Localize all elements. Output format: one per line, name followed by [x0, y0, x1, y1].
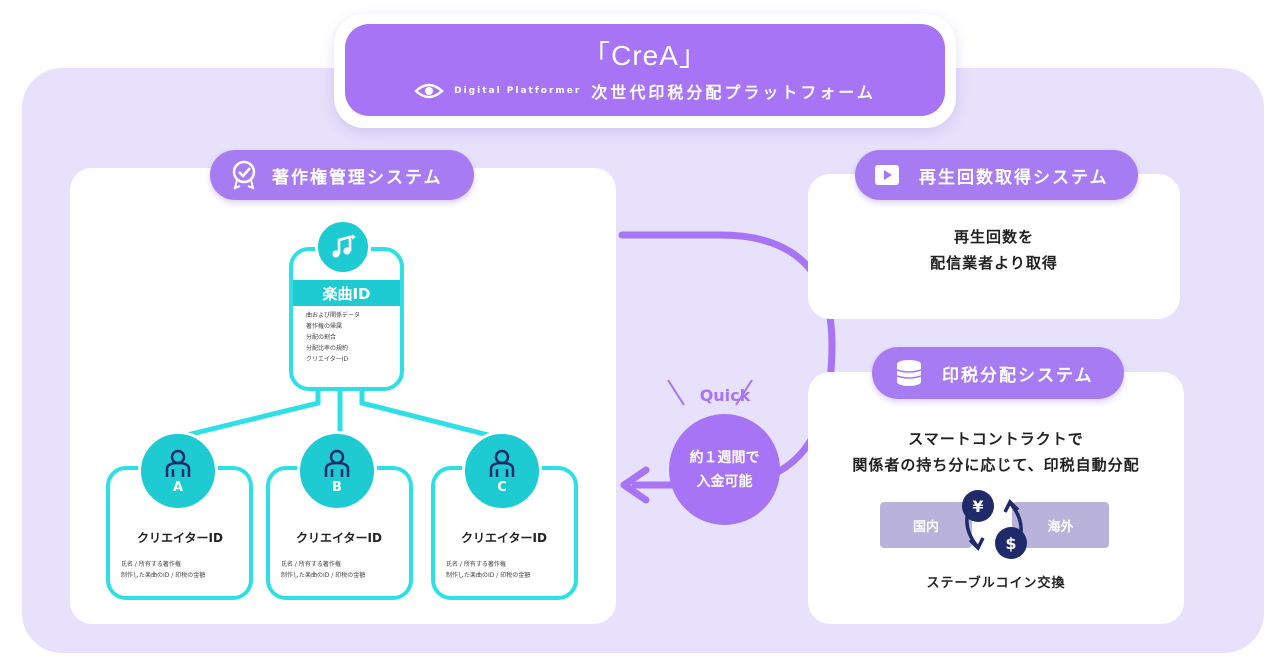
royalty-description: スマートコントラクトで 関係者の持ち分に応じて、印税自動分配: [808, 426, 1184, 478]
playback-system-title: 再生回数取得システム: [919, 167, 1109, 188]
royalty-system-card: [808, 372, 1184, 624]
play-video-icon: [875, 165, 899, 185]
person-icon: [489, 449, 515, 477]
song-id-header: 楽曲ID: [293, 280, 400, 306]
creator-b-details: 氏名 / 所有する著作権 制作した楽曲のID / 印税の金額: [281, 559, 399, 581]
quick-line2: 入金可能: [696, 473, 753, 490]
creator-b-label: クリエイターID: [296, 531, 382, 545]
music-note-icon: [332, 234, 356, 258]
playback-description: 再生回数を 配信業者より取得: [808, 224, 1180, 276]
tagline-japanese: 次世代印税分配プラットフォーム: [591, 83, 876, 102]
person-icon: [324, 449, 350, 477]
tree-connectors: [172, 382, 503, 441]
tagline-english: Digital Platformer: [454, 86, 582, 96]
header-tagline: Digital Platformer 次世代印税分配プラットフォーム: [345, 79, 945, 103]
creator-detail: 氏名 / 所有する著作権: [121, 561, 181, 568]
song-detail: 分配の割合: [306, 334, 337, 341]
creator-b-letter: B: [332, 479, 342, 495]
award-badge-icon: [232, 160, 256, 190]
creator-c-badge: C: [462, 431, 542, 511]
overseas-box: 海外: [1012, 502, 1109, 548]
yen-coin: ¥: [962, 490, 994, 522]
music-note-badge: [315, 219, 371, 275]
header-banner: [345, 24, 945, 116]
playback-line1: 再生回数を: [953, 228, 1034, 246]
song-detail: 分配比率の規約: [306, 345, 349, 352]
stablecoin-exchange-label: ステーブルコイン交換: [926, 576, 1066, 591]
song-detail: 著作権の帰属: [306, 323, 343, 330]
yen-icon: ¥: [972, 496, 984, 516]
platform-title: 「CreA」: [582, 40, 708, 71]
dollar-coin: $: [995, 527, 1027, 559]
creator-c-details: 氏名 / 所有する著作権 制作した楽曲のID / 印税の金額: [446, 559, 564, 581]
playback-system-pill: 再生回数取得システム: [855, 150, 1138, 200]
creator-detail: 制作した楽曲のID / 印税の金額: [446, 572, 531, 579]
song-id-label: 楽曲ID: [322, 284, 371, 303]
creator-c-letter: C: [497, 479, 507, 495]
royalty-system-title: 印税分配システム: [942, 365, 1094, 386]
creator-detail: 氏名 / 所有する著作権: [446, 561, 506, 568]
song-detail: 曲および関係データ: [306, 312, 361, 319]
creator-a-badge: A: [138, 431, 218, 511]
creator-a-letter: A: [172, 479, 184, 495]
creator-detail: 氏名 / 所有する著作権: [281, 561, 341, 568]
overseas-label: 海外: [1047, 519, 1074, 535]
dollar-icon: $: [1005, 533, 1017, 553]
copyright-system-title: 著作権管理システム: [272, 167, 443, 188]
song-details: 曲および関係データ 著作権の帰属 分配の割合 分配比率の規約 クリエイターID: [306, 310, 391, 365]
creator-detail: 制作した楽曲のID / 印税の金額: [121, 572, 206, 579]
creator-detail: 制作した楽曲のID / 印税の金額: [281, 572, 366, 579]
royalty-line1: スマートコントラクトで: [908, 430, 1084, 448]
quick-line1: 約１週間で: [689, 449, 760, 466]
creator-a-label: クリエイターID: [137, 531, 223, 545]
song-detail: クリエイターID: [306, 356, 349, 363]
domestic-label: 国内: [912, 519, 939, 535]
eye-logo-icon: [414, 83, 444, 99]
creator-b-badge: B: [297, 431, 377, 511]
playback-line2: 配信業者より取得: [930, 254, 1058, 272]
creator-a-details: 氏名 / 所有する著作権 制作した楽曲のID / 印税の金額: [121, 559, 239, 581]
person-icon: [165, 449, 191, 477]
royalty-line2: 関係者の持ち分に応じて、印税自動分配: [852, 456, 1140, 474]
quick-badge: 約１週間で 入金可能: [669, 414, 780, 525]
coins-icon: [896, 360, 922, 386]
quick-label: Quick: [699, 386, 751, 405]
copyright-system-pill: 著作権管理システム: [210, 150, 474, 200]
domestic-box: 国内: [880, 502, 972, 548]
royalty-system-pill: 印税分配システム: [872, 347, 1124, 399]
creator-c-label: クリエイターID: [461, 531, 547, 545]
